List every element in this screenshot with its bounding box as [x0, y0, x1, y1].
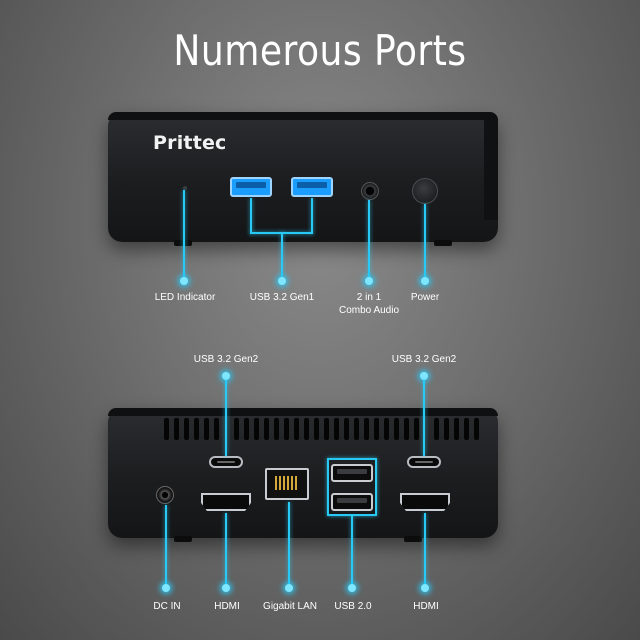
label-power: Power	[410, 292, 440, 303]
vent-slot	[264, 418, 269, 440]
vent-slot	[364, 418, 369, 440]
vent-slot	[204, 418, 209, 440]
vent-slot	[434, 418, 439, 440]
label-usb-gen2-left: USB 3.2 Gen2	[193, 354, 259, 365]
device-top-edge	[108, 408, 498, 416]
audio-marker-dot	[365, 277, 373, 285]
usb2-highlight-box	[327, 458, 377, 516]
power-connector-line	[424, 204, 426, 280]
audio-connector-line	[368, 200, 370, 280]
mini-pc-rear	[108, 408, 498, 538]
label-dc-in: DC IN	[153, 601, 181, 612]
vent-slot	[374, 418, 379, 440]
usb-gen1-marker-dot	[278, 277, 286, 285]
lan-marker-dot	[285, 584, 293, 592]
vent-slot	[274, 418, 279, 440]
vent-slot	[324, 418, 329, 440]
usb-a-port	[331, 464, 373, 482]
hdmi-right-connector-line	[424, 513, 426, 587]
hdmi-left-marker-dot	[222, 584, 230, 592]
vent-slot	[304, 418, 309, 440]
usb-gen2-left-marker-dot	[222, 372, 230, 380]
device-foot	[434, 240, 452, 246]
vent-slot	[254, 418, 259, 440]
page-title: Numerous Ports	[173, 26, 467, 75]
hdmi-left-connector-line	[225, 513, 227, 587]
label-usb2: USB 2.0	[334, 601, 372, 612]
usb-gen1-connector-line	[311, 198, 313, 234]
led-marker-dot	[180, 277, 188, 285]
usb-c-port	[407, 456, 441, 468]
label-usb-gen2-right: USB 3.2 Gen2	[391, 354, 457, 365]
vent-slot	[344, 418, 349, 440]
usb2-marker-dot	[348, 584, 356, 592]
ethernet-port	[265, 468, 309, 500]
label-led-indicator: LED Indicator	[154, 292, 216, 303]
vent-slot	[164, 418, 169, 440]
audio-jack	[361, 182, 379, 200]
vent-slot	[414, 418, 419, 440]
vent-slot	[174, 418, 179, 440]
lan-connector-line	[288, 502, 290, 587]
label-hdmi-right: HDMI	[413, 601, 439, 612]
dc-in-marker-dot	[162, 584, 170, 592]
vent-slot	[314, 418, 319, 440]
vent-slot	[294, 418, 299, 440]
vent-slot	[404, 418, 409, 440]
vent-slot	[214, 418, 219, 440]
vent-slot	[394, 418, 399, 440]
dc-in-connector-line	[165, 505, 167, 587]
vent-slot	[244, 418, 249, 440]
usb-gen2-right-connector-line	[423, 380, 425, 456]
device-side-edge	[484, 120, 498, 220]
brand-logo: Prittec	[153, 132, 227, 154]
vent-slot	[444, 418, 449, 440]
vent-slot	[474, 418, 479, 440]
vent-slot	[454, 418, 459, 440]
label-usb-gen1: USB 3.2 Gen1	[249, 292, 315, 303]
vent-slot	[234, 418, 239, 440]
usb-gen2-left-connector-line	[225, 380, 227, 456]
vent-slot	[354, 418, 359, 440]
power-marker-dot	[421, 277, 429, 285]
dc-in-port	[156, 486, 174, 504]
label-combo-audio-line2: Combo Audio	[338, 305, 400, 316]
usb-a-port	[331, 493, 373, 511]
usb-c-port	[209, 456, 243, 468]
vent-slot	[194, 418, 199, 440]
label-combo-audio-line1: 2 in 1	[356, 292, 382, 303]
usb-a-port	[291, 177, 333, 197]
vent-slot	[464, 418, 469, 440]
usb2-connector-line	[351, 516, 353, 587]
usb-a-port	[230, 177, 272, 197]
vent-slot	[384, 418, 389, 440]
device-foot	[404, 536, 422, 542]
usb-gen1-connector-line	[281, 232, 283, 280]
device-top-edge	[108, 112, 498, 120]
device-foot	[174, 536, 192, 542]
vent-slot	[284, 418, 289, 440]
led-connector-line	[183, 190, 185, 280]
label-hdmi-left: HDMI	[214, 601, 240, 612]
power-button	[412, 178, 438, 204]
hdmi-right-marker-dot	[421, 584, 429, 592]
led-indicator	[183, 186, 187, 190]
vent-slot	[334, 418, 339, 440]
vent-slot	[184, 418, 189, 440]
usb-gen1-connector-line	[250, 198, 252, 234]
usb-gen2-right-marker-dot	[420, 372, 428, 380]
hdmi-port	[400, 493, 450, 511]
hdmi-port	[201, 493, 251, 511]
label-gigabit-lan: Gigabit LAN	[263, 601, 317, 612]
